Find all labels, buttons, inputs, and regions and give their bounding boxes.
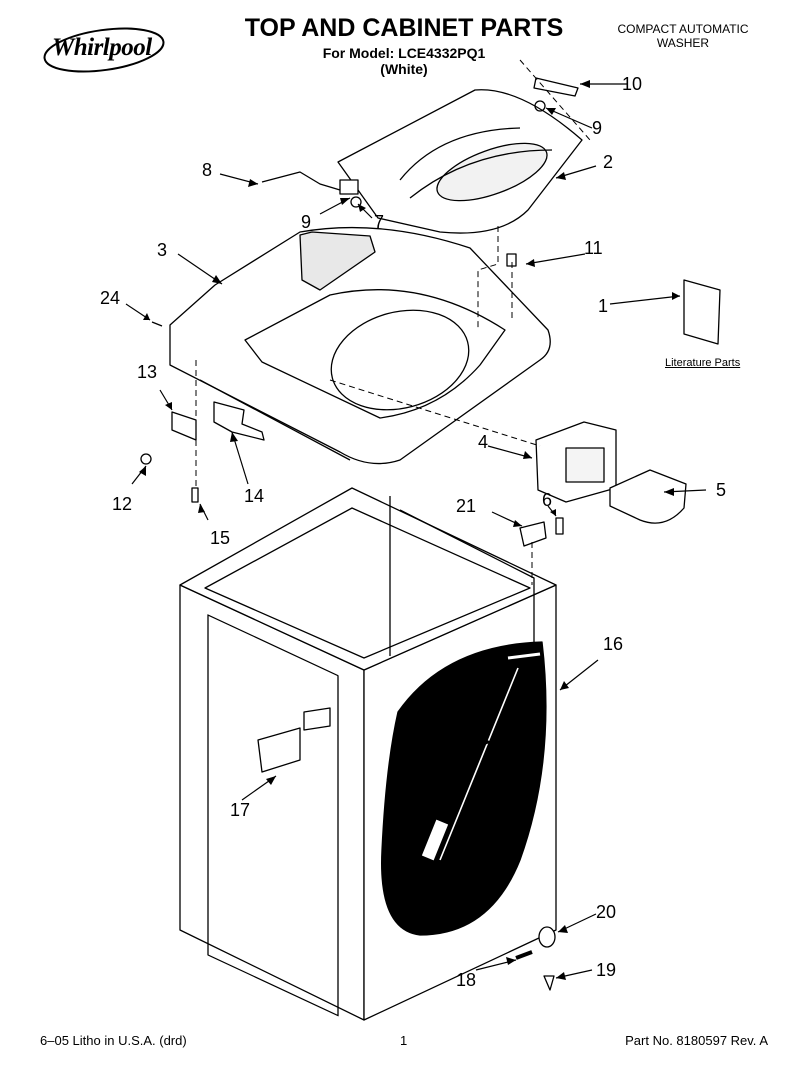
callout-16: 16 — [603, 634, 624, 654]
page-title: TOP AND CABINET PARTS — [244, 14, 564, 42]
callout-18: 18 — [456, 970, 477, 990]
callout-20: 20 — [596, 902, 617, 922]
callout-5: 5 — [716, 480, 727, 500]
callout-12: 12 — [112, 494, 133, 514]
model-number: For Model: LCE4332PQ1 — [322, 45, 486, 61]
page-number: 1 — [400, 1033, 408, 1048]
callout-1: 1 — [598, 296, 609, 316]
callout-11: 11 — [584, 238, 603, 258]
callout-19: 19 — [596, 960, 617, 980]
callout-4: 4 — [478, 432, 489, 452]
brand-logo-oval — [43, 27, 165, 73]
callout-23: 23 — [432, 732, 453, 752]
callout-7: 7 — [374, 212, 385, 232]
footer-litho: 6–05 Litho in U.S.A. (drd) — [40, 1033, 187, 1048]
callout-8: 8 — [202, 160, 213, 180]
part-number: Part No. 8180597 Rev. A — [625, 1033, 768, 1048]
callout-9-left: 9 — [301, 212, 312, 232]
callout-2: 2 — [603, 152, 614, 172]
callout-22: 22 — [448, 668, 469, 688]
model-variant: (White) — [380, 61, 428, 77]
callout-10: 10 — [622, 74, 643, 94]
callout-24: 24 — [100, 288, 121, 308]
callout-6: 6 — [542, 490, 553, 510]
brand-logo: Whirlpool — [52, 34, 152, 61]
callout-15: 15 — [210, 528, 231, 548]
literature-parts-label: Literature Parts — [665, 357, 741, 369]
callout-14: 14 — [244, 486, 265, 506]
product-type: COMPACT AUTOMATIC WASHER — [598, 22, 768, 50]
callout-9-right: 9 — [592, 118, 603, 138]
callout-21: 21 — [456, 496, 477, 516]
product-type-line2: WASHER — [656, 36, 710, 50]
callout-13: 13 — [137, 362, 158, 382]
callout-17: 17 — [230, 800, 251, 820]
product-type-line1: COMPACT AUTOMATIC — [617, 22, 749, 36]
callout-3: 3 — [157, 240, 168, 260]
